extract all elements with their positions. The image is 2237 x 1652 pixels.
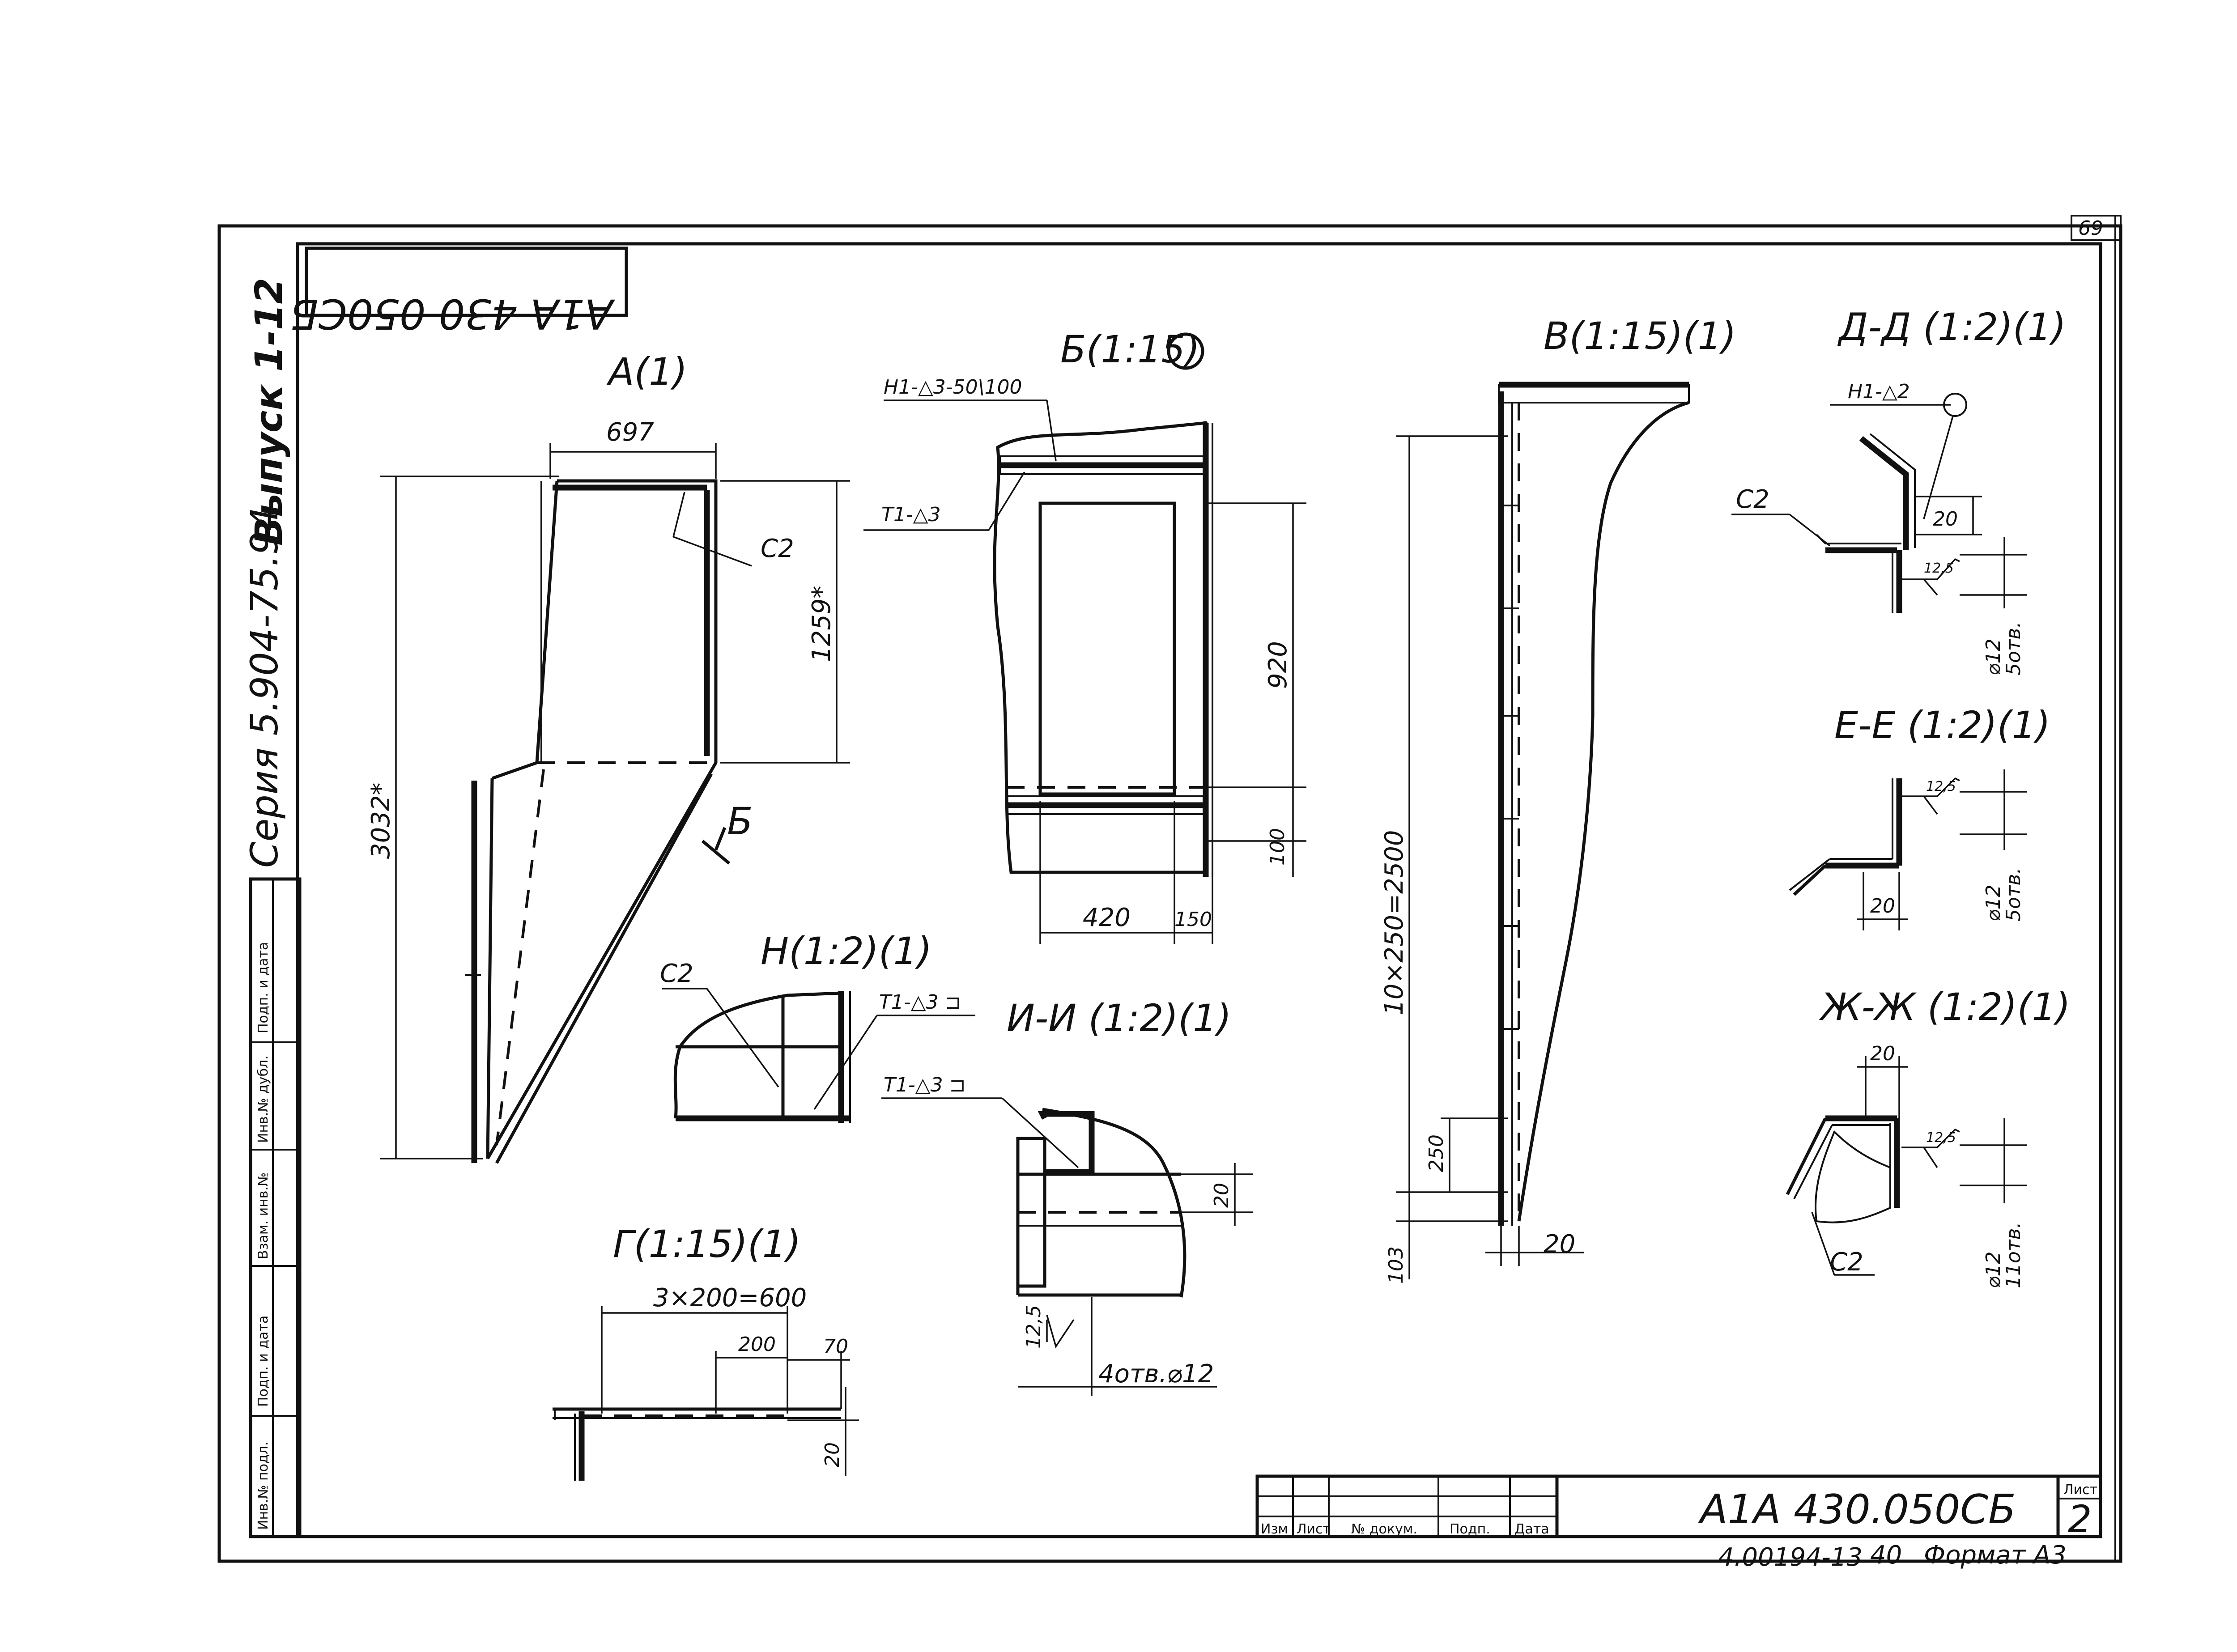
stamp-code-inverted: А1А 430 050СБ: [290, 290, 615, 338]
section-zhzh: Ж-Ж (1:2)(1) 20 12,5 ⌀12 11отв. С2: [1786, 985, 2071, 1288]
section-ii-holes: 4отв.⌀12: [1098, 1359, 1214, 1389]
section-ee: Е-Е (1:2)(1) 12,5 20 ⌀12 5отв.: [1789, 703, 2050, 930]
section-dd: Д-Д (1:2)(1) Н1-△2 С2 20 12,5 ⌀12 5отв.: [1731, 305, 2066, 675]
view-b-dim-100: 100: [1266, 828, 1289, 866]
view-b-weld-top: Н1-△3-50\100: [884, 376, 1022, 399]
view-v: В(1:15)(1) 10×250=2500 250 103 20: [1380, 314, 1736, 1284]
view-a-dim-height-left: 3032*: [366, 782, 396, 859]
section-dd-dim-20: 20: [1933, 508, 1958, 531]
footer: 4.00194-13 40 Формат А3: [1718, 1541, 2067, 1572]
section-dd-c2: С2: [1736, 485, 1769, 514]
issue-text: Выпуск 1-12: [247, 278, 291, 546]
title-block: Изм Лист № докум. Подп. Дата А1А 430.050…: [1255, 1474, 2102, 1541]
sheet-corner-number: 69: [2078, 217, 2103, 240]
view-n-c2: С2: [660, 959, 693, 988]
section-dd-weld: Н1-△2: [1848, 380, 1910, 403]
view-b-weld-side: Т1-△3: [881, 503, 941, 526]
strip-label-repl-inv: Взам. инв.№: [255, 1172, 271, 1259]
title-block-sheet-number: 2: [2068, 1497, 2092, 1541]
strip-label-sign-date-1: Подп. и дата: [255, 942, 271, 1033]
section-dd-hole: ⌀12: [1982, 639, 2005, 675]
section-ii-dim-20: 20: [1210, 1183, 1233, 1208]
view-v-title: В(1:15)(1): [1544, 314, 1736, 358]
title-block-col-date: Дата: [1514, 1521, 1549, 1537]
view-a-callout-c2: С2: [761, 534, 794, 563]
section-ee-holes-count: 5отв.: [2002, 868, 2025, 922]
view-n: Н(1:2)(1) С2 Т1-△3 ⊐: [660, 929, 975, 1123]
section-ee-rough: 12,5: [1926, 779, 1956, 794]
section-zhzh-holes-count: 11отв.: [2002, 1222, 2025, 1288]
view-b: Б(1:15) Н1-△3-50\100 Т1-△3 920 100 420 1…: [863, 327, 1306, 944]
footer-format: Формат А3: [1924, 1541, 2067, 1570]
section-ee-title: Е-Е (1:2)(1): [1834, 703, 2050, 747]
series-text: Серия 5.904-75.94: [242, 507, 286, 868]
view-v-dim-103: 103: [1385, 1246, 1408, 1284]
view-b-dim-150: 150: [1174, 908, 1212, 931]
view-n-title: Н(1:2)(1): [761, 929, 932, 973]
title-block-col-sign: Подп.: [1450, 1521, 1490, 1537]
section-zhzh-rough: 12,5: [1926, 1130, 1956, 1146]
section-ii-rough: 12,5: [1022, 1305, 1045, 1349]
view-b-dim-920: 920: [1263, 641, 1293, 689]
view-v-dim-pitch: 10×250=2500: [1380, 830, 1409, 1015]
view-g-title: Г(1:15)(1): [613, 1222, 801, 1266]
inverted-stamp: А1А 430 050СБ: [290, 246, 628, 338]
left-approval-strip: Подп. и дата Инв.№ дубл. Взам. инв.№ Под…: [249, 877, 302, 1538]
view-g-dim-200: 200: [738, 1333, 776, 1356]
section-zhzh-c2: С2: [1830, 1248, 1863, 1277]
view-g-dim-70: 70: [823, 1335, 848, 1358]
title-block-sheet-label: Лист: [2063, 1482, 2097, 1498]
view-v-dim-250: 250: [1425, 1134, 1448, 1172]
section-ii-weld: Т1-△3 ⊐: [884, 1074, 965, 1096]
view-a: А(1) 697 1259* 3032* С2 Б: [366, 350, 850, 1164]
footer-inventory: 4.00194-13: [1718, 1543, 1863, 1572]
view-g-dim-20: 20: [821, 1442, 844, 1467]
sheet-frame: 69: [217, 215, 2122, 1563]
view-b-dim-420: 420: [1083, 903, 1131, 932]
section-ee-dim-20: 20: [1870, 895, 1895, 917]
section-zhzh-dim-20: 20: [1870, 1042, 1895, 1065]
section-dd-holes-count: 5отв.: [2002, 622, 2025, 675]
view-a-title: А(1): [606, 350, 687, 394]
section-ii-title: И-И (1:2)(1): [1007, 996, 1231, 1040]
footer-copy: 40: [1870, 1541, 1902, 1570]
view-v-dim-20: 20: [1544, 1230, 1575, 1259]
section-zhzh-title: Ж-Ж (1:2)(1): [1819, 985, 2071, 1029]
section-dd-title: Д-Д (1:2)(1): [1837, 305, 2066, 349]
view-g: Г(1:15)(1) 3×200=600 200 70 20: [553, 1222, 859, 1481]
title-block-col-izm: Изм: [1261, 1521, 1288, 1537]
section-dd-rough: 12,5: [1924, 561, 1954, 576]
strip-label-sign-date-2: Подп. и дата: [255, 1316, 271, 1407]
section-zhzh-hole: ⌀12: [1982, 1252, 2005, 1288]
title-block-col-list: Лист: [1297, 1521, 1331, 1537]
view-a-dim-width: 697: [606, 418, 654, 447]
view-g-dim-total: 3×200=600: [653, 1283, 807, 1312]
section-ii: И-И (1:2)(1) Т1-△3 ⊐ 20 12,5 4отв.⌀12: [881, 996, 1253, 1396]
section-ee-hole: ⌀12: [1982, 885, 2005, 922]
strip-label-orig-inv: Инв.№ подл.: [255, 1442, 271, 1530]
view-a-section-mark: Б: [727, 799, 753, 843]
view-n-weld: Т1-△3 ⊐: [879, 991, 961, 1014]
view-a-dim-height-right: 1259*: [807, 586, 836, 662]
strip-label-dup-inv: Инв.№ дубл.: [255, 1055, 271, 1143]
title-block-col-doc: № докум.: [1351, 1521, 1417, 1537]
title-block-designation: А1А 430.050СБ: [1698, 1486, 2016, 1533]
